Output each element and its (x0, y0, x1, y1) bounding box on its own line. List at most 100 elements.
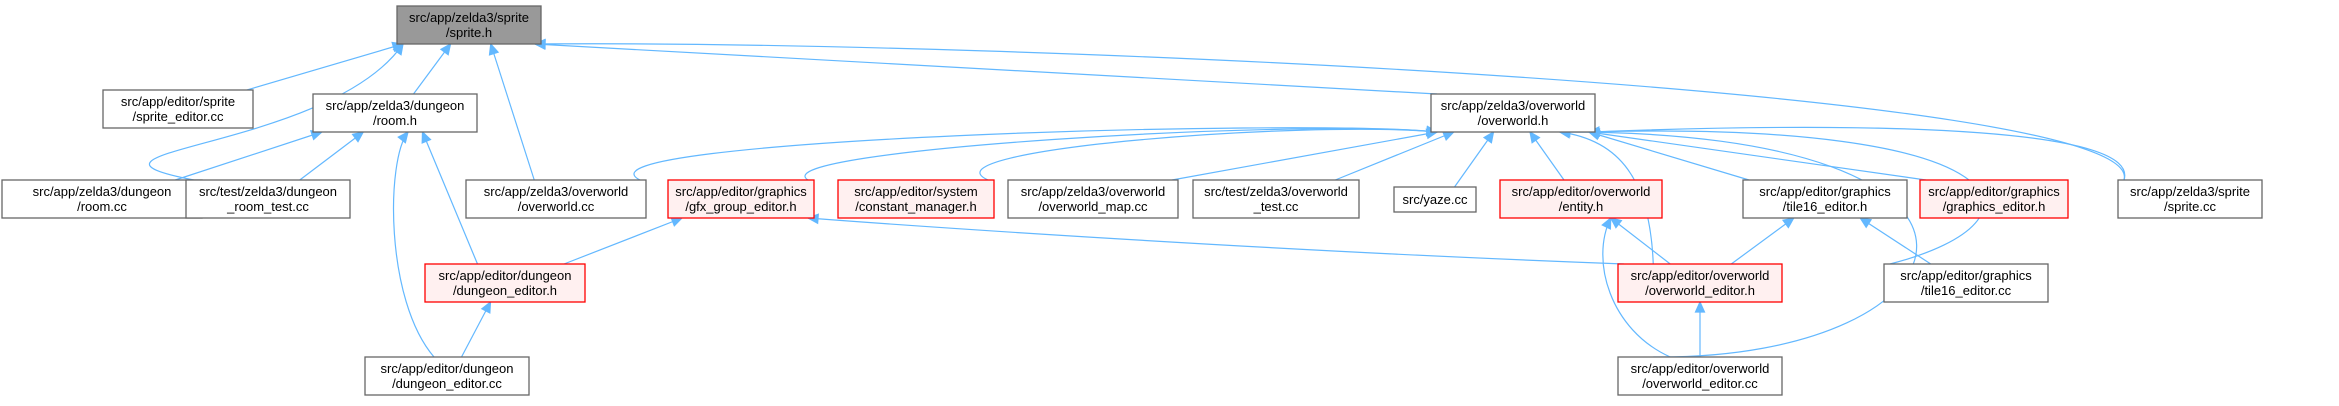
edge-arrowhead (1609, 217, 1623, 229)
edge-line (1730, 217, 1795, 265)
edge-yaze_cc-to-overworld_h (1454, 130, 1495, 188)
node-label-line: src/app/zelda3/sprite (409, 10, 529, 25)
node-tile16-editor-h[interactable]: src/app/editor/graphics/tile16_editor.h (1742, 179, 1908, 219)
node-label-line: src/app/editor/graphics (1900, 268, 2032, 283)
edge-arrowhead (392, 42, 404, 56)
node-label-line: src/app/editor/overworld (1631, 361, 1770, 376)
edge-sprite_cc-to-overworld_h (1587, 126, 2126, 181)
node-box (1393, 186, 1477, 213)
node-graphics-editor-h[interactable]: src/app/editor/graphics/graphics_editor.… (1919, 179, 2069, 219)
node-overworld-editor-h[interactable]: src/app/editor/overworld/overworld_edito… (1617, 263, 1783, 303)
node-sprite-h[interactable]: src/app/zelda3/sprite/sprite.h (396, 5, 542, 45)
edge-line (1859, 217, 1932, 265)
node-box (364, 356, 530, 396)
edge-overworld_h-to-sprite_h (533, 39, 1438, 95)
node-tile16-editor-cc[interactable]: src/app/editor/graphics/tile16_editor.cc (1883, 263, 2049, 303)
node-label-line: /overworld_editor.h (1645, 283, 1755, 298)
node-box (1742, 179, 1908, 219)
edge-arrowhead (351, 131, 365, 143)
node-label-line: /tile16_editor.cc (1921, 283, 2012, 298)
node-label-line: /entity.h (1559, 199, 1604, 214)
node-box (396, 5, 542, 45)
edge-overworld_editor_h-to-tile16_editor_h (1730, 217, 1795, 265)
edge-arrowhead (670, 216, 684, 227)
edge-arrowhead (1441, 130, 1456, 142)
edge-arrowhead (1482, 130, 1495, 144)
node-box (1, 179, 203, 219)
node-overworld-cc[interactable]: src/app/zelda3/overworld/overworld.cc (465, 179, 647, 219)
edge-line (807, 217, 1625, 265)
edge-line (1454, 131, 1494, 188)
node-box (312, 93, 478, 133)
node-box (1430, 93, 1596, 133)
edge-line (1588, 130, 1984, 265)
node-box (1617, 356, 1783, 396)
edge-line (1602, 217, 1671, 358)
edge-layer (148, 38, 2126, 358)
edge-arrowhead (397, 130, 409, 144)
node-yaze-cc[interactable]: src/yaze.cc (1393, 186, 1477, 213)
node-box (1499, 179, 1663, 219)
node-dungeon-editor-h[interactable]: src/app/editor/dungeon/dungeon_editor.h (424, 263, 586, 303)
node-constant-manager-h[interactable]: src/app/editor/system/constant_manager.h (837, 179, 995, 219)
node-room-h[interactable]: src/app/zelda3/dungeon/room.h (312, 93, 478, 133)
node-sprite-cc[interactable]: src/app/zelda3/sprite/sprite.cc (2117, 179, 2263, 219)
node-dungeon-editor-cc[interactable]: src/app/editor/dungeon/dungeon_editor.cc (364, 356, 530, 396)
edge-gfx_group_editor_h-to-overworld_h (804, 125, 1439, 181)
node-label-line: /overworld.cc (518, 199, 595, 214)
node-label-line: src/app/editor/graphics (1759, 184, 1891, 199)
node-label-line: /overworld.h (1478, 113, 1549, 128)
edge-overworld_test_cc-to-overworld_h (1335, 130, 1456, 181)
edge-arrowhead (1781, 217, 1795, 229)
edge-room_h-to-sprite_h (413, 42, 452, 95)
node-box (1617, 263, 1783, 303)
node-label-line: _test.cc (1253, 199, 1299, 214)
node-label-line: src/app/editor/dungeon (439, 268, 572, 283)
edge-overworld_editor_cc-to-overworld_h (1558, 126, 1918, 358)
node-layer: src/app/zelda3/sprite/sprite.h src/app/ed… (1, 5, 2263, 396)
node-label-line: src/app/zelda3/dungeon (33, 184, 172, 199)
edge-line (534, 43, 1438, 95)
node-label-line: src/app/editor/overworld (1631, 268, 1770, 283)
node-entity-h[interactable]: src/app/editor/overworld/entity.h (1499, 179, 1663, 219)
edge-line (563, 217, 683, 265)
edge-overworld_editor_h-to-gfx_group_editor_h (806, 213, 1625, 265)
edge-line (1559, 131, 1654, 265)
node-label-line: /sprite_editor.cc (132, 109, 224, 124)
edge-dungeon_editor_h-to-gfx_group_editor_h (563, 216, 684, 265)
node-label-line: /overworld_editor.cc (1642, 376, 1758, 391)
node-label-line: src/app/zelda3/dungeon (326, 98, 465, 113)
node-room-cc[interactable]: src/app/zelda3/dungeon/room.cc (1, 179, 203, 219)
node-box (424, 263, 586, 303)
node-label-line: /dungeon_editor.h (453, 283, 557, 298)
edge-line (490, 43, 535, 181)
node-box (1919, 179, 2069, 219)
node-sprite-editor-cc[interactable]: src/app/editor/sprite/sprite_editor.cc (102, 89, 254, 129)
node-overworld-editor-cc[interactable]: src/app/editor/overworld/overworld_edito… (1617, 356, 1783, 396)
node-label-line: /room.cc (77, 199, 127, 214)
node-label-line: /constant_manager.h (855, 199, 976, 214)
edge-overworld_editor_h-to-entity_h (1609, 217, 1671, 265)
node-label-line: src/app/zelda3/sprite (2130, 184, 2250, 199)
node-overworld-test-cc[interactable]: src/test/zelda3/overworld_test.cc (1192, 179, 1360, 219)
node-box (102, 89, 254, 129)
node-gfx-group-editor-h[interactable]: src/app/editor/graphics/gfx_group_editor… (667, 179, 815, 219)
edge-line (1559, 131, 1918, 358)
node-box (1007, 179, 1179, 219)
edge-arrowhead (1694, 300, 1706, 313)
node-label-line: /graphics_editor.h (1943, 199, 2046, 214)
edge-arrowhead (1859, 217, 1873, 229)
edge-line (421, 131, 479, 265)
node-dungeon-room-test-cc[interactable]: src/test/zelda3/dungeon_room_test.cc (185, 179, 351, 219)
edge-room_cc-to-room_h (175, 130, 324, 181)
edge-sprite_editor_cc-to-sprite_h (246, 41, 405, 91)
node-overworld-h[interactable]: src/app/zelda3/overworld/overworld.h (1430, 93, 1596, 133)
edge-tile16_editor_cc-to-tile16_editor_h (1859, 217, 1932, 265)
edge-line (1588, 126, 2126, 181)
node-label-line: src/yaze.cc (1402, 192, 1468, 207)
node-label-line: src/app/editor/system (854, 184, 978, 199)
edge-line (534, 43, 2125, 181)
node-overworld-map-cc[interactable]: src/app/zelda3/overworld/overworld_map.c… (1007, 179, 1179, 219)
node-label-line: src/app/editor/graphics (675, 184, 807, 199)
